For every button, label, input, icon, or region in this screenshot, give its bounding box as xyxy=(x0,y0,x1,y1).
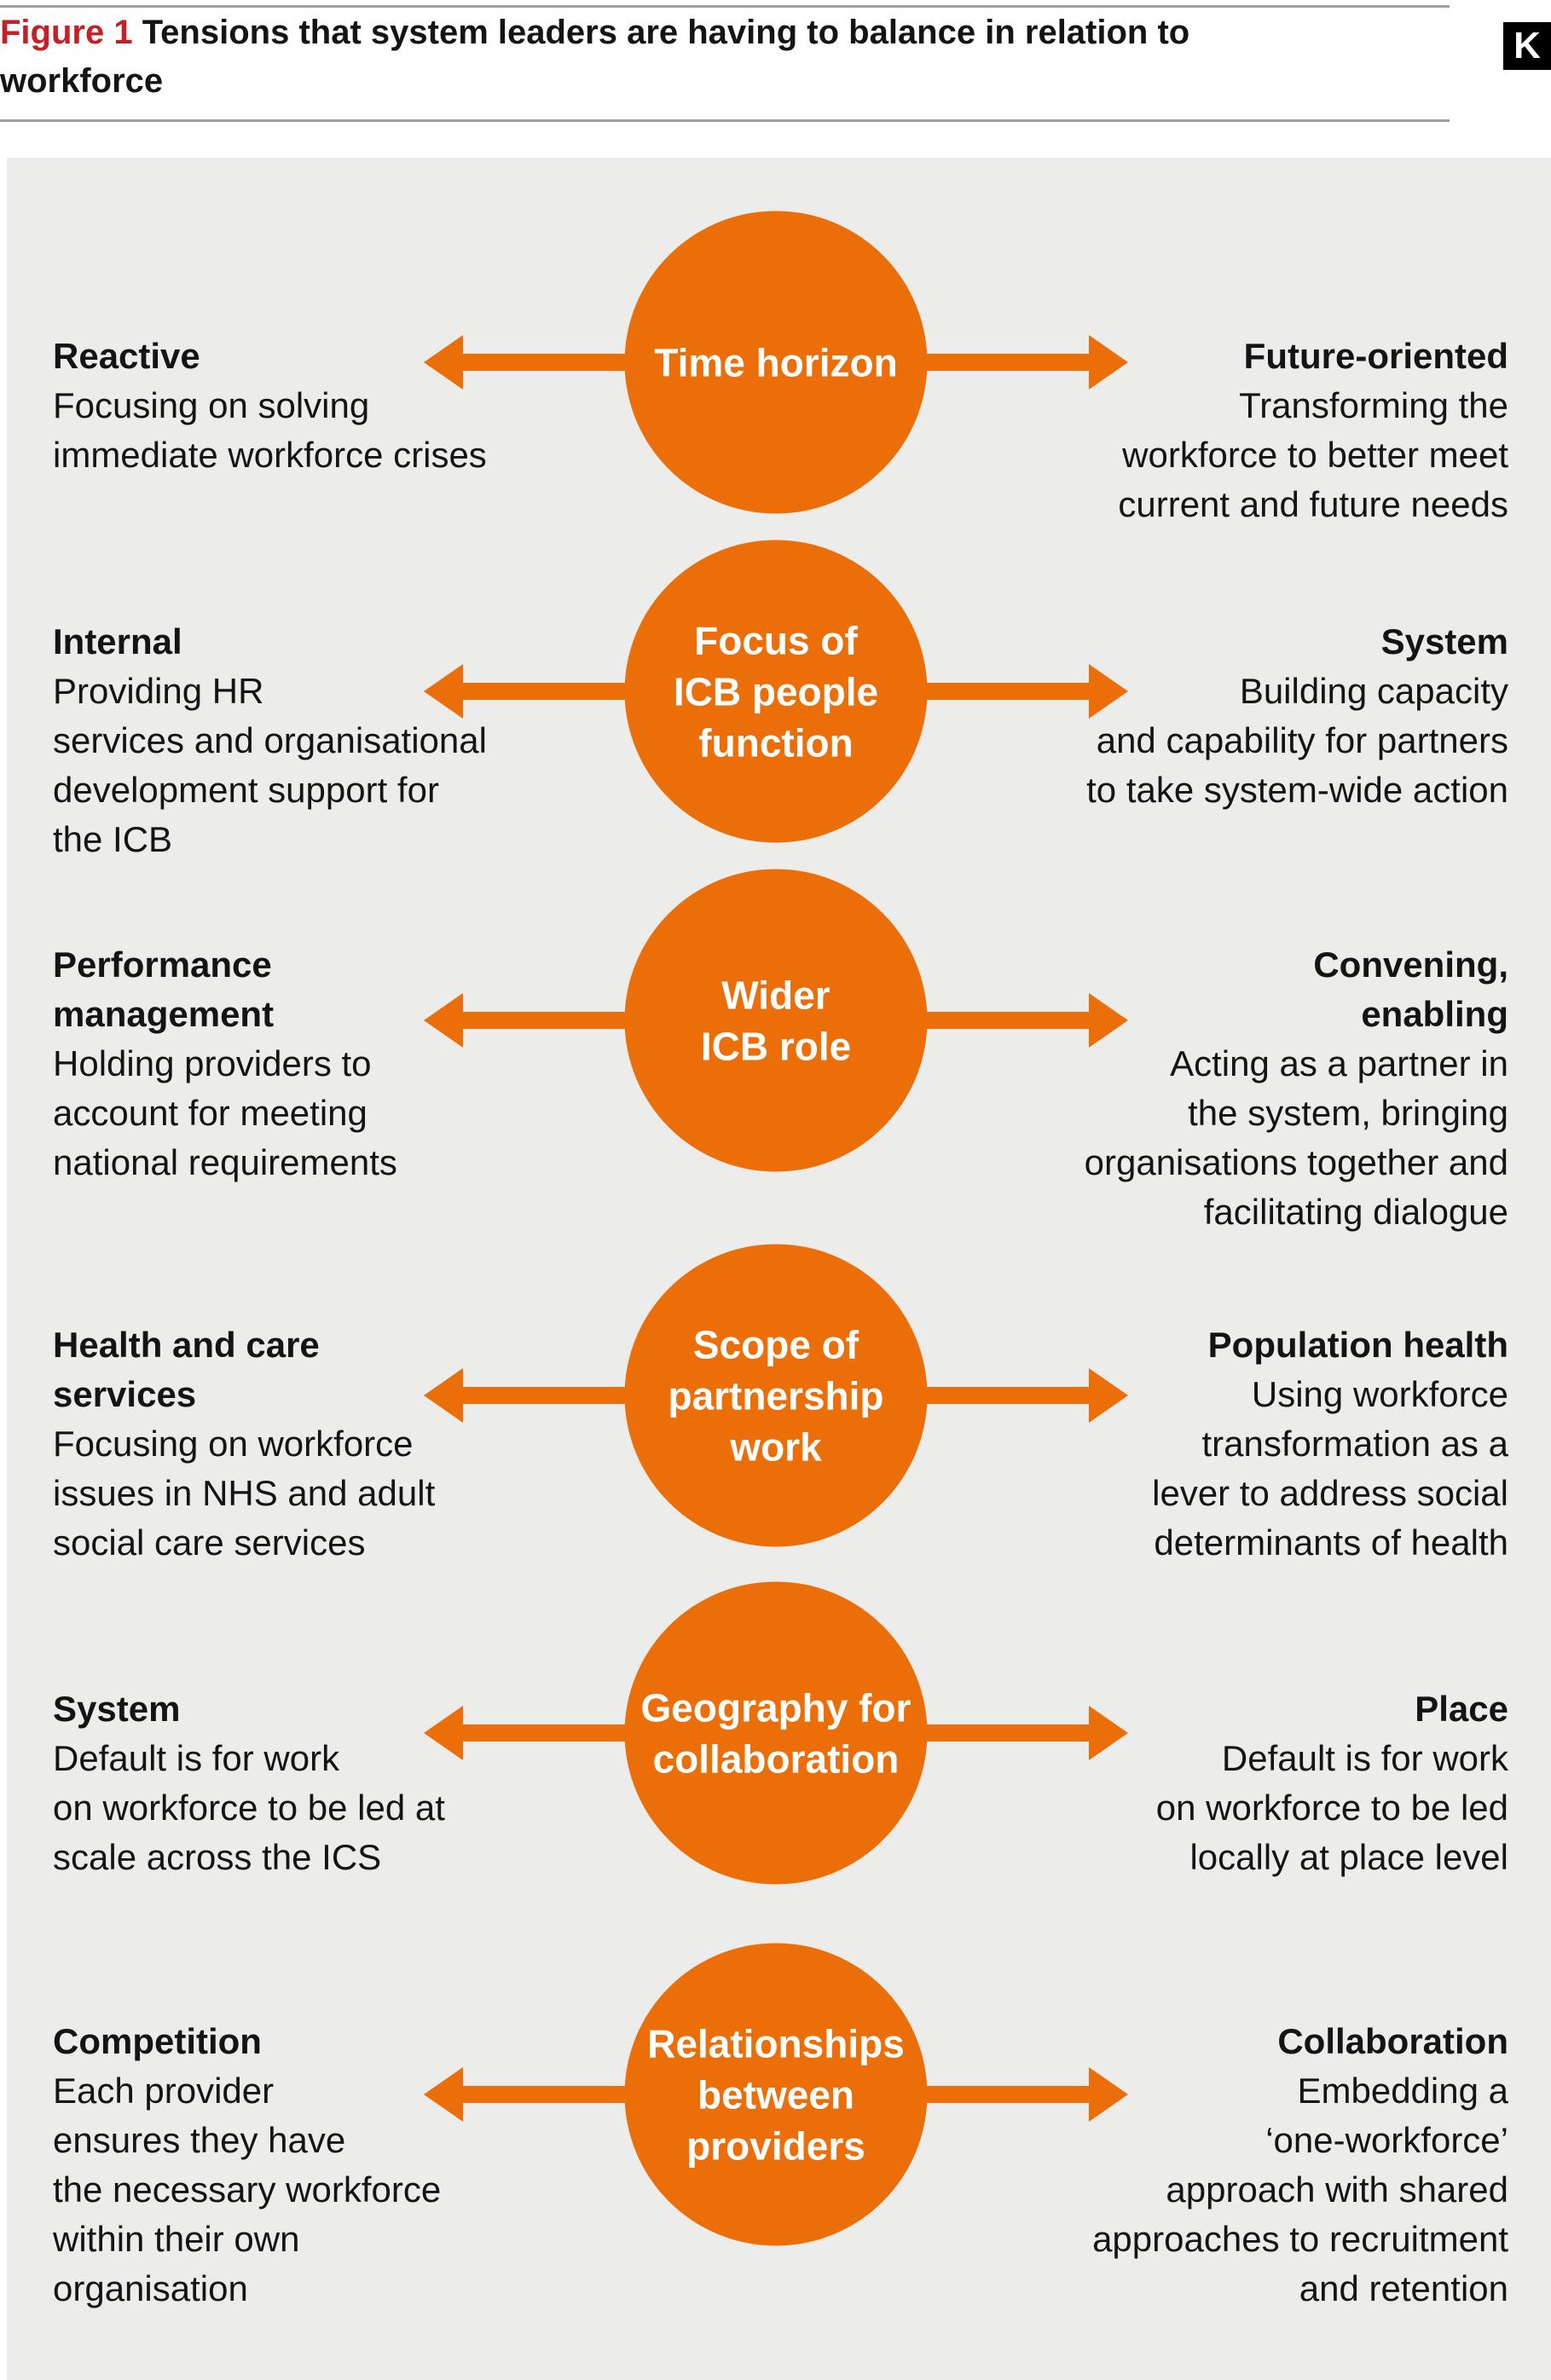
arrow-shaft xyxy=(463,683,630,700)
left-pole: Performance management Holding providers… xyxy=(53,940,582,1187)
right-pole-heading: Place xyxy=(1415,1689,1508,1729)
arrow-left-icon xyxy=(424,664,630,719)
arrow-shaft xyxy=(463,2086,630,2103)
arrowhead-left-icon xyxy=(424,1706,463,1760)
arrowhead-right-icon xyxy=(1089,2067,1128,2122)
kings-fund-logo-letter: K xyxy=(1513,25,1541,66)
left-pole-description: Focusing on workforce issues in NHS and … xyxy=(53,1424,436,1563)
arrowhead-left-icon xyxy=(424,664,463,719)
arrowhead-right-icon xyxy=(1089,664,1128,719)
diagram-panel: Reactive Focusing on solving immediate w… xyxy=(7,158,1551,2380)
arrowhead-left-icon xyxy=(424,1368,463,1423)
arrowhead-right-icon xyxy=(1089,993,1128,1048)
right-pole-heading: Convening, enabling xyxy=(1313,944,1508,1034)
right-pole-description: Transforming the workforce to better mee… xyxy=(1118,385,1508,524)
right-pole-description: Building capacity and capability for par… xyxy=(1086,671,1508,810)
arrow-shaft xyxy=(922,354,1089,371)
left-pole: Competition Each provider ensures they h… xyxy=(53,2017,582,2314)
tension-circle-label: Time horizon xyxy=(654,340,898,384)
figure-title: Figure 1 Tensions that system leaders ar… xyxy=(0,9,1450,106)
right-pole-description: Acting as a partner in the system, bring… xyxy=(1084,1043,1508,1232)
left-pole-heading: Internal xyxy=(53,621,182,661)
left-pole-description: Providing HR services and organisational… xyxy=(53,671,487,859)
arrow-right-icon xyxy=(922,1368,1128,1423)
left-pole-heading: System xyxy=(53,1689,181,1729)
tension-circle: Focus of ICB people function xyxy=(624,540,928,843)
right-pole-description: Using workforce transformation as a leve… xyxy=(1152,1374,1508,1563)
arrowhead-right-icon xyxy=(1089,1706,1128,1760)
arrow-left-icon xyxy=(424,2067,630,2122)
left-pole: Health and care services Focusing on wor… xyxy=(53,1320,582,1568)
tension-circle: Wider ICB role xyxy=(624,869,928,1172)
arrowhead-left-icon xyxy=(424,2067,463,2122)
right-pole-description: Embedding a ‘one-workforce’ approach wit… xyxy=(1092,2071,1508,2308)
right-pole: System Building capacity and capability … xyxy=(980,617,1508,815)
left-pole-heading: Performance management xyxy=(53,944,275,1034)
tension-circle: Scope of partnership work xyxy=(624,1244,928,1547)
right-pole: Population health Using workforce transf… xyxy=(980,1320,1508,1568)
arrow-left-icon xyxy=(424,993,630,1048)
right-pole: Convening, enabling Acting as a partner … xyxy=(980,940,1508,1237)
figure-title-text: Tensions that system leaders are having … xyxy=(0,14,1190,100)
arrow-shaft xyxy=(922,683,1089,700)
tension-circle: Time horizon xyxy=(624,211,928,514)
arrow-left-icon xyxy=(424,335,630,390)
arrowhead-right-icon xyxy=(1089,335,1128,390)
arrow-right-icon xyxy=(922,2067,1128,2122)
arrowhead-right-icon xyxy=(1089,1368,1128,1423)
tension-circle-label: Focus of ICB people function xyxy=(673,618,879,765)
right-pole: Future-oriented Transforming the workfor… xyxy=(980,332,1508,529)
left-pole-description: Each provider ensures they have the nece… xyxy=(53,2071,442,2308)
left-pole-heading: Competition xyxy=(53,2021,262,2061)
arrow-shaft xyxy=(463,1387,630,1404)
arrow-shaft xyxy=(922,1387,1089,1404)
tension-circle-label: Wider ICB role xyxy=(700,973,852,1068)
tension-circle: Relationships between providers xyxy=(624,1943,928,2246)
right-pole: Place Default is for work on workforce t… xyxy=(980,1684,1508,1882)
kings-fund-logo: K xyxy=(1503,22,1551,70)
right-pole-heading: Population health xyxy=(1207,1325,1508,1365)
left-pole-heading: Health and care services xyxy=(53,1325,320,1414)
right-pole-heading: Future-oriented xyxy=(1243,336,1508,376)
tension-circle-label: Relationships between providers xyxy=(647,2021,905,2168)
right-pole: Collaboration Embedding a ‘one-workforce… xyxy=(980,2017,1508,2314)
arrow-right-icon xyxy=(922,993,1128,1048)
arrow-right-icon xyxy=(922,1706,1128,1760)
arrow-right-icon xyxy=(922,335,1128,390)
right-pole-description: Default is for work on workforce to be l… xyxy=(1155,1738,1508,1877)
left-pole-description: Holding providers to account for meeting… xyxy=(53,1043,397,1182)
left-pole: Reactive Focusing on solving immediate w… xyxy=(53,332,582,480)
header-rule-bottom xyxy=(0,119,1450,122)
arrow-shaft xyxy=(463,1012,630,1029)
left-pole-description: Default is for work on workforce to be l… xyxy=(53,1738,445,1877)
left-pole: Internal Providing HR services and organ… xyxy=(53,617,582,864)
arrow-right-icon xyxy=(922,664,1128,719)
figure-label: Figure 1 xyxy=(0,14,133,51)
tension-circle-label: Scope of partnership work xyxy=(668,1322,884,1469)
right-pole-heading: Collaboration xyxy=(1277,2021,1508,2061)
arrow-shaft xyxy=(922,2086,1089,2103)
arrow-shaft xyxy=(463,354,630,371)
tension-circle: Geography for collaboration xyxy=(624,1581,928,1885)
right-pole-heading: System xyxy=(1380,621,1508,661)
arrowhead-left-icon xyxy=(424,335,463,390)
arrow-shaft xyxy=(922,1724,1089,1742)
arrow-shaft xyxy=(463,1724,630,1742)
left-pole: System Default is for work on workforce … xyxy=(53,1684,582,1882)
arrow-shaft xyxy=(922,1012,1089,1029)
tension-circle-label: Geography for collaboration xyxy=(640,1685,912,1781)
arrowhead-left-icon xyxy=(424,993,463,1048)
header-rule-top xyxy=(0,5,1450,8)
left-pole-description: Focusing on solving immediate workforce … xyxy=(53,385,487,475)
left-pole-heading: Reactive xyxy=(53,336,200,376)
arrow-left-icon xyxy=(424,1368,630,1423)
arrow-left-icon xyxy=(424,1706,630,1760)
